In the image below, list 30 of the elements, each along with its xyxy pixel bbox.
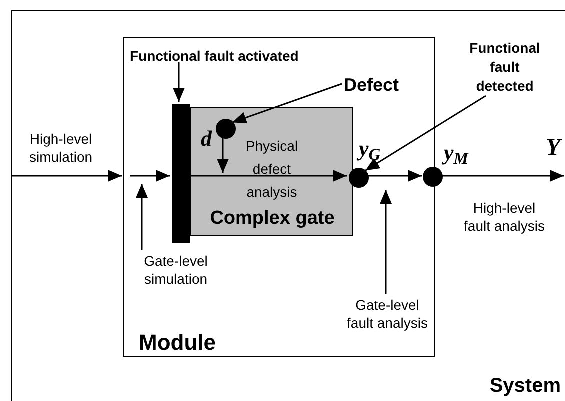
box-title: Module [139, 329, 217, 357]
signal-label: y$_{G}$ [359, 136, 381, 162]
arrow [365, 95, 486, 172]
arrow [136, 184, 148, 250]
arrow [380, 190, 392, 294]
arrow [367, 170, 422, 182]
arrow [442, 170, 564, 182]
annotation-text: Gate-level fault analysis [342, 296, 433, 332]
annotation-text: Gate-level simulation [126, 252, 226, 288]
edge-label: High-level simulation [28, 130, 94, 166]
arrow [188, 170, 347, 182]
input-bar [172, 104, 190, 243]
complex-gate-box [190, 107, 353, 236]
arrow [173, 62, 185, 102]
signal-label: y$_{M}$ [444, 140, 468, 166]
arrow [217, 136, 229, 173]
arrow [11, 170, 122, 182]
process-label: Physical defect analysis [244, 137, 300, 202]
box-title: Complex gate [209, 208, 336, 230]
signal-label: d [201, 126, 212, 152]
system-box [11, 10, 565, 401]
annotation-text: Defect [344, 72, 418, 94]
arrow [232, 83, 342, 124]
annotation-text: Functional fault activated [130, 46, 342, 64]
signal-label: Y [546, 136, 564, 160]
annotation-text: High-level fault analysis [463, 199, 546, 235]
arrow [130, 170, 170, 182]
module-box [123, 37, 435, 357]
box-title: System [488, 374, 561, 399]
annotation-text: Functional fault detected [463, 39, 547, 99]
